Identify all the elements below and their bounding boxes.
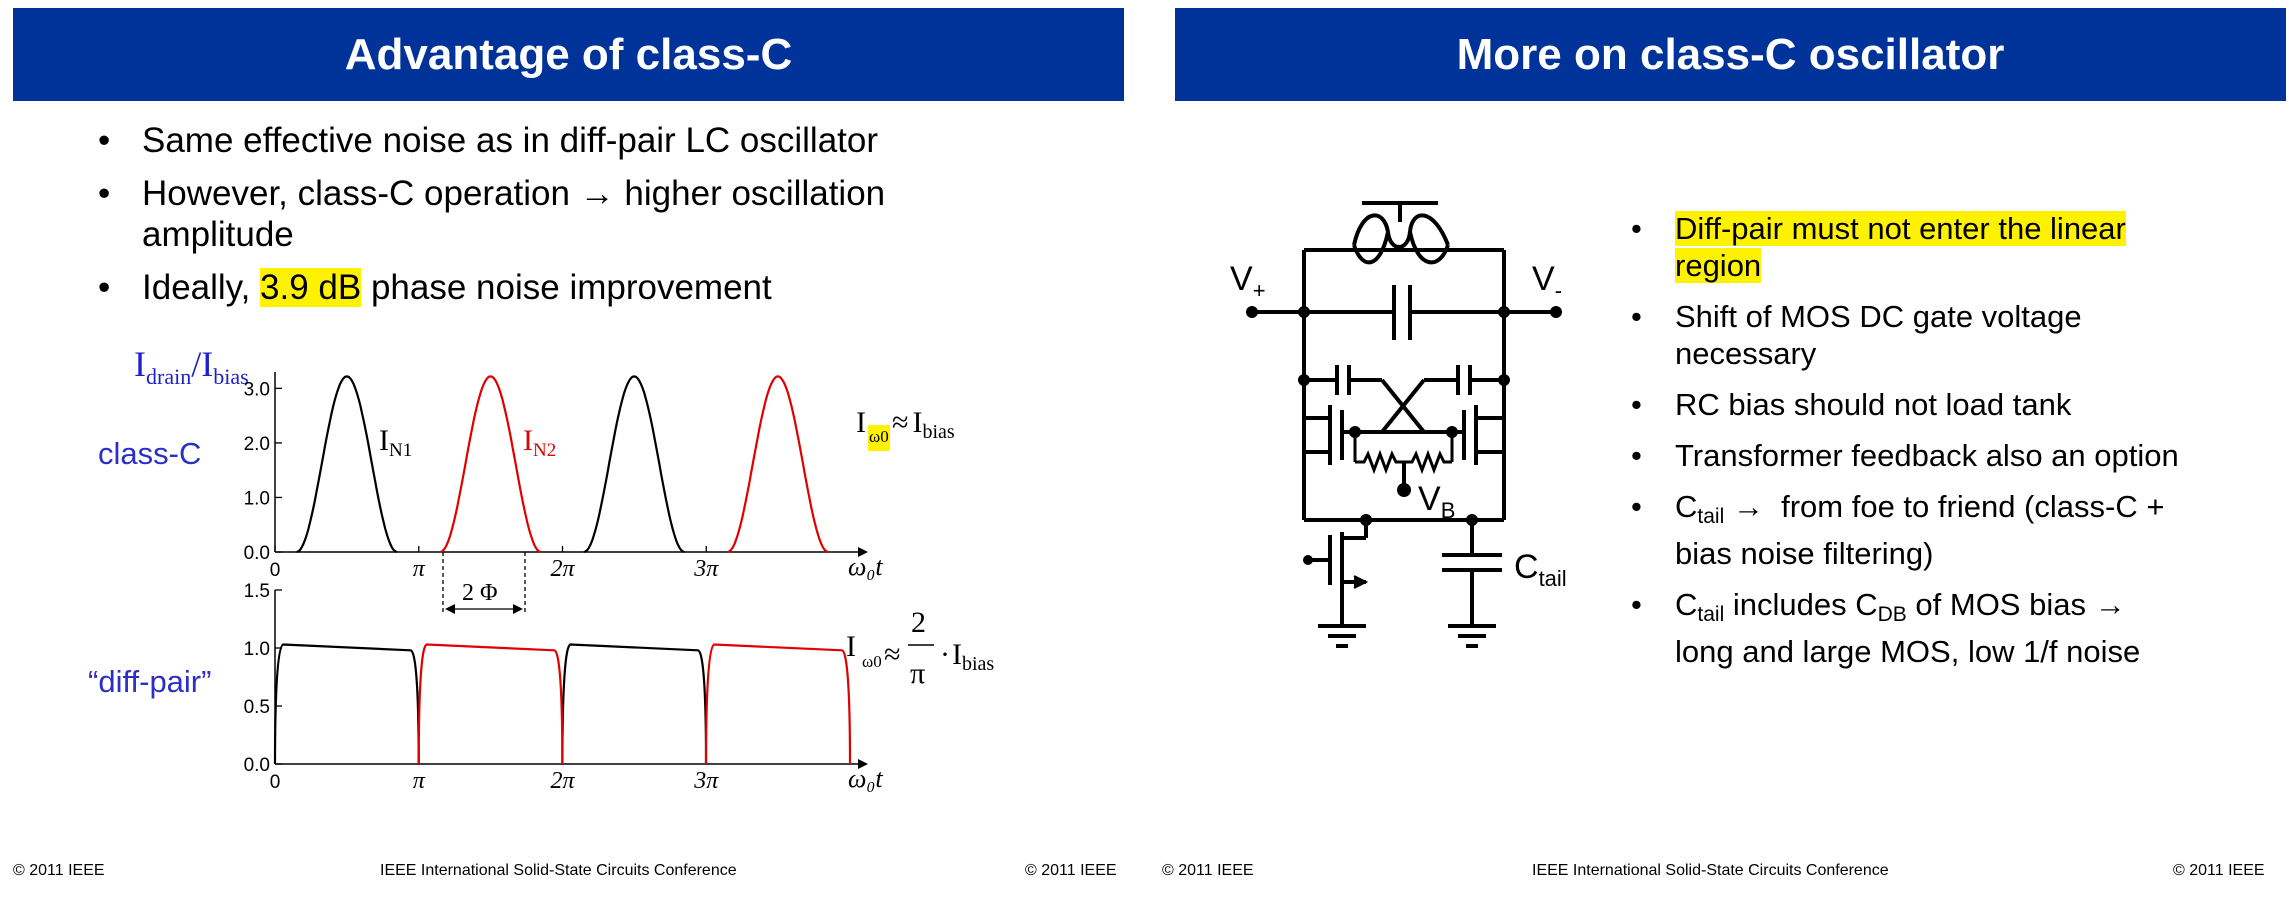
x-tick-label: 2π <box>550 768 575 794</box>
equation-diff-pair: I ω0 ≈ 2 π ·Ibias <box>846 606 994 690</box>
x-tick-label: 2π <box>550 556 575 582</box>
bullet-item: Ctail → from foe to friend (class-C +bia… <box>1631 488 2231 572</box>
tail-capacitor-icon <box>1442 520 1502 626</box>
waveform-pulse <box>727 375 829 554</box>
arrow-icon: → <box>2094 587 2126 622</box>
svg-text:≈Ibias: ≈Ibias <box>892 406 955 443</box>
chart2-y-ticks: 0.0 0.5 1.0 1.5 <box>244 581 282 776</box>
row-label-class-c: class-C <box>98 436 202 471</box>
x-tick-label: 3π <box>693 768 719 794</box>
bullet-item: However, class-C operation → higher osci… <box>98 173 1002 255</box>
label-in1: IN1 <box>379 424 412 461</box>
waveform-segment <box>704 643 852 765</box>
chart-class-c: 0.0 1.0 2.0 3.0 0 π 2π 3π IN1 IN2 ω₀t <box>244 372 883 582</box>
row-label-diff-pair: “diff-pair” <box>88 664 212 699</box>
label-ctail: Ctail <box>1514 548 1567 591</box>
bullet-list: Diff-pair must not enter the linearregio… <box>1631 210 2231 670</box>
arrow-icon: → <box>579 174 615 213</box>
svg-text:I: I <box>856 406 866 439</box>
tail-mos-icon <box>1303 520 1369 626</box>
svg-text:π: π <box>910 657 925 690</box>
svg-text:≈: ≈ <box>884 638 900 671</box>
y-tick-label: 2.0 <box>244 434 270 455</box>
bullet-item: Ctail includes CDB of MOS bias →long and… <box>1631 586 2231 670</box>
slide-title: Advantage of class-C <box>13 8 1124 101</box>
equation-class-c: I ω0 ≈Ibias <box>856 406 955 451</box>
label-in2: IN2 <box>523 424 556 461</box>
bullet-item: Diff-pair must not enter the linearregio… <box>1631 210 2231 284</box>
svg-text:ω0: ω0 <box>869 427 889 446</box>
mos-transistor-left-icon <box>1304 405 1344 465</box>
phi-label: 2 Φ <box>462 580 498 606</box>
svg-text:·Ibias: ·Ibias <box>940 638 994 675</box>
svg-text:I: I <box>846 630 856 663</box>
chart1-x-arrow <box>858 547 868 557</box>
chart2-xlabel: ω₀t <box>848 764 883 793</box>
waveform-pulse <box>296 375 398 554</box>
highlighted-text: 3.9 dB <box>260 268 362 307</box>
slide-left: Advantage of class-C Same effective nois… <box>0 0 1124 900</box>
y-tick-label: 0.5 <box>244 697 270 718</box>
bullet-item: Same effective noise as in diff-pair LC … <box>98 120 1002 161</box>
chart-ylabel: Idrain/Ibias <box>134 344 249 389</box>
chart1-y-ticks: 0.0 1.0 2.0 3.0 <box>244 379 282 564</box>
chart2-x-arrow <box>858 759 868 769</box>
footer-conference: IEEE International Solid-State Circuits … <box>380 862 737 879</box>
conduction-angle-marker: 2 Φ <box>442 552 526 614</box>
y-tick-label: 0.0 <box>244 543 270 564</box>
chart2-series <box>273 643 852 765</box>
label-vb: VB <box>1418 480 1455 523</box>
footer-copyright-right: © 2011 IEEE <box>2173 862 2265 879</box>
chart-diff-pair: 0.0 0.5 1.0 1.5 0 π 2π 3π ω₀t <box>244 581 884 794</box>
transformer-icon <box>1352 213 1450 249</box>
x-tick-label: π <box>413 556 426 582</box>
chart2-x-ticks: 0 π 2π 3π <box>270 758 719 794</box>
label-vplus: V+ <box>1230 260 1266 303</box>
ground-icon <box>1448 624 1496 648</box>
bullet-item: Transformer feedback also an option <box>1631 437 2231 474</box>
x-tick-label: π <box>413 768 426 794</box>
footer-conference: IEEE International Solid-State Circuits … <box>1532 862 1889 879</box>
x-tick-label: 3π <box>693 556 719 582</box>
y-tick-label: 1.0 <box>244 639 270 660</box>
y-tick-label: 3.0 <box>244 379 270 400</box>
waveform-segment <box>561 643 708 765</box>
slide-right: More on class-C oscillator <box>1162 0 2286 900</box>
x-tick-label: 0 <box>270 772 281 793</box>
bullet-item: Ideally, 3.9 dB phase noise improvement <box>98 267 1002 308</box>
class-c-oscillator-schematic: V+ V- VB Ctail <box>1230 201 1567 648</box>
chart1-xlabel: ω₀t <box>848 552 883 581</box>
tank-capacitor-icon <box>1304 285 1504 340</box>
y-tick-label: 0.0 <box>244 755 270 776</box>
svg-text:ω0: ω0 <box>862 652 882 671</box>
x-tick-label: 0 <box>270 560 281 581</box>
waveform-pulse <box>439 375 542 554</box>
bias-resistor-icon <box>1353 432 1454 475</box>
bullet-list: Same effective noise as in diff-pair LC … <box>98 120 1002 308</box>
footer-copyright-left: © 2011 IEEE <box>13 862 105 879</box>
waveform-segment <box>273 643 420 765</box>
waveform-segment <box>417 643 564 765</box>
y-tick-label: 1.5 <box>244 581 270 602</box>
label-vminus: V- <box>1532 260 1562 303</box>
footer-copyright-left: © 2011 IEEE <box>1162 862 1254 879</box>
chart1-series <box>296 375 829 554</box>
y-tick-label: 1.0 <box>244 488 270 509</box>
arrow-icon: → <box>1732 489 1764 524</box>
footer-copyright-right: © 2011 IEEE <box>1025 862 1117 879</box>
chart1-x-ticks: 0 π 2π 3π <box>270 546 719 582</box>
waveform-pulse <box>583 375 685 554</box>
mos-transistor-right-icon <box>1462 405 1504 465</box>
svg-text:2: 2 <box>911 606 926 639</box>
bullet-item: RC bias should not load tank <box>1631 386 2231 423</box>
slide-title: More on class-C oscillator <box>1175 8 2286 101</box>
ground-icon <box>1318 624 1366 648</box>
